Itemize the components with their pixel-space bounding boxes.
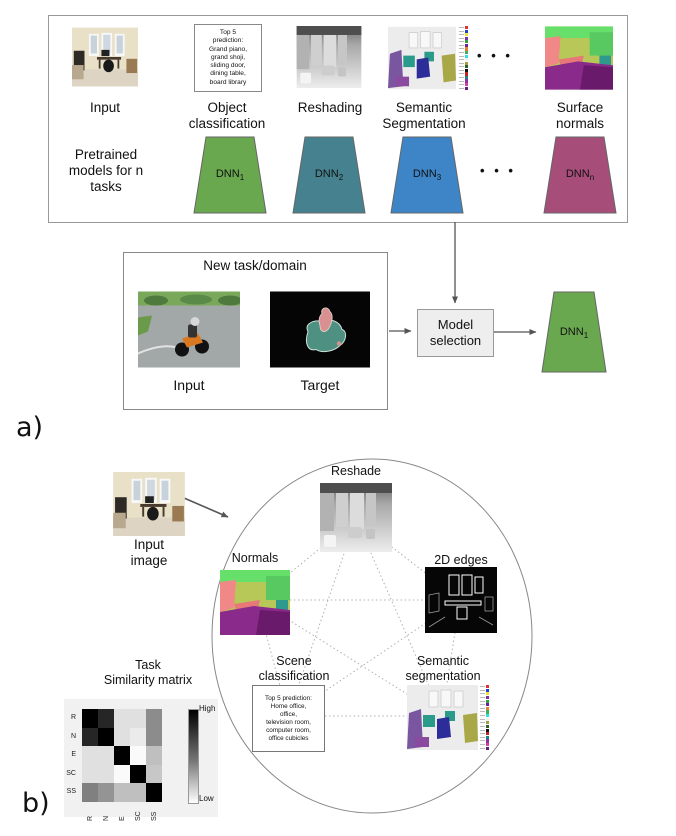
matrix-row-label: SC bbox=[66, 769, 76, 777]
matrix-cell bbox=[114, 709, 130, 728]
node-label-scene-classification: Scene classification bbox=[258, 654, 330, 683]
similarity-matrix-title: Task Similarity matrix bbox=[103, 658, 193, 687]
similarity-matrix-col-labels: R N E SC SS bbox=[82, 805, 162, 821]
similarity-matrix-grid bbox=[82, 709, 162, 802]
node-label-normals: Normals bbox=[231, 551, 279, 565]
matrix-cell bbox=[98, 709, 114, 728]
target-mask-thumbnail bbox=[270, 291, 370, 368]
matrix-col-label: R bbox=[86, 815, 94, 821]
matrix-cell bbox=[130, 764, 146, 784]
task-label-surface-normals: Surface normals bbox=[555, 100, 604, 131]
new-task-target-label: Target bbox=[300, 377, 340, 393]
node-label-reshade: Reshade bbox=[330, 464, 382, 478]
motorcycle-photo-thumbnail bbox=[138, 291, 240, 368]
node-label-semantic-segmentation: Semantic segmentation bbox=[405, 654, 481, 683]
colorbar-high-label: High bbox=[199, 704, 216, 713]
task-label-semantic-segmentation: Semantic Segmentation bbox=[382, 100, 466, 131]
matrix-cell bbox=[114, 783, 130, 802]
similarity-colorbar bbox=[188, 709, 199, 804]
input-photo-thumbnail bbox=[72, 26, 138, 88]
matrix-cell bbox=[114, 746, 130, 765]
b-input-photo-thumbnail bbox=[112, 472, 186, 536]
b-input-image-label: Input image bbox=[130, 537, 168, 568]
dnnn-label: DNNn bbox=[565, 168, 595, 183]
panel-a-letter: a) bbox=[16, 412, 44, 443]
arrow-right-icon bbox=[183, 497, 229, 518]
matrix-row-label: N bbox=[70, 732, 76, 740]
dnnn-trapezoid bbox=[540, 135, 620, 215]
surface-normals-thumbnail bbox=[545, 26, 613, 90]
segmentation-legend bbox=[480, 685, 490, 750]
task-label-reshading: Reshading bbox=[297, 100, 363, 115]
selected-dnn-label: DNN1 bbox=[559, 326, 589, 341]
selected-dnn-trapezoid bbox=[540, 290, 608, 374]
matrix-col-label: N bbox=[102, 815, 110, 821]
matrix-cell bbox=[98, 764, 114, 784]
reshade-node-thumbnail bbox=[320, 483, 392, 552]
matrix-cell bbox=[114, 764, 130, 784]
pretrained-models-label: Pretrained models for n tasks bbox=[68, 147, 144, 194]
matrix-cell bbox=[146, 727, 162, 747]
matrix-cell bbox=[82, 783, 98, 802]
dnn2-trapezoid bbox=[289, 135, 369, 215]
matrix-cell bbox=[98, 783, 114, 802]
edges-node-thumbnail bbox=[425, 567, 497, 633]
matrix-cell bbox=[146, 764, 162, 784]
normals-node-thumbnail bbox=[220, 570, 290, 635]
matrix-cell bbox=[130, 746, 146, 765]
matrix-col-label: SC bbox=[134, 811, 142, 821]
model-selection-box: Model selection bbox=[417, 309, 494, 357]
matrix-row-label: SS bbox=[66, 788, 76, 796]
panel-b-letter: b) bbox=[22, 788, 50, 819]
matrix-cell bbox=[146, 783, 162, 802]
node-label-2d-edges: 2D edges bbox=[434, 553, 488, 567]
segmentation-legend bbox=[459, 26, 469, 90]
dnn3-trapezoid bbox=[387, 135, 467, 215]
dnn2-label: DNN2 bbox=[314, 168, 344, 183]
matrix-cell bbox=[82, 764, 98, 784]
pretrained-models-box bbox=[48, 15, 628, 223]
matrix-cell bbox=[146, 709, 162, 728]
matrix-row-label: R bbox=[70, 714, 76, 721]
ellipsis-tasks: • • • bbox=[477, 48, 513, 63]
matrix-col-label: E bbox=[118, 816, 126, 821]
matrix-cell bbox=[82, 746, 98, 765]
scene-classification-prediction-box: Top 5 prediction: Home office, office, t… bbox=[252, 685, 325, 752]
task-label-input: Input bbox=[89, 100, 121, 115]
new-task-domain-title: New task/domain bbox=[203, 258, 307, 273]
dnn3-label: DNN3 bbox=[412, 168, 442, 183]
reshading-thumbnail bbox=[295, 26, 363, 88]
dnn1-trapezoid bbox=[190, 135, 270, 215]
ellipsis-dnns: • • • bbox=[480, 163, 516, 178]
matrix-cell bbox=[146, 746, 162, 765]
matrix-col-label: SS bbox=[150, 811, 158, 821]
new-task-input-label: Input bbox=[173, 377, 205, 393]
matrix-cell bbox=[130, 709, 146, 728]
colorbar-low-label: Low bbox=[199, 794, 214, 803]
matrix-cell bbox=[114, 727, 130, 747]
matrix-cell bbox=[98, 746, 114, 765]
matrix-cell bbox=[130, 727, 146, 747]
matrix-cell bbox=[98, 727, 114, 747]
object-classification-prediction-box: Top 5 prediction: Grand piano, grand sho… bbox=[194, 24, 262, 92]
matrix-cell bbox=[82, 709, 98, 728]
task-label-object-classification: Object classification bbox=[188, 100, 266, 131]
similarity-matrix-row-labels: R N E SC SS bbox=[54, 709, 79, 802]
semantic-segmentation-thumbnail bbox=[388, 26, 456, 90]
matrix-cell bbox=[82, 727, 98, 747]
dnn1-label: DNN1 bbox=[215, 168, 245, 183]
semseg-node-thumbnail bbox=[407, 685, 478, 750]
matrix-row-label: E bbox=[71, 751, 76, 759]
matrix-cell bbox=[130, 783, 146, 802]
